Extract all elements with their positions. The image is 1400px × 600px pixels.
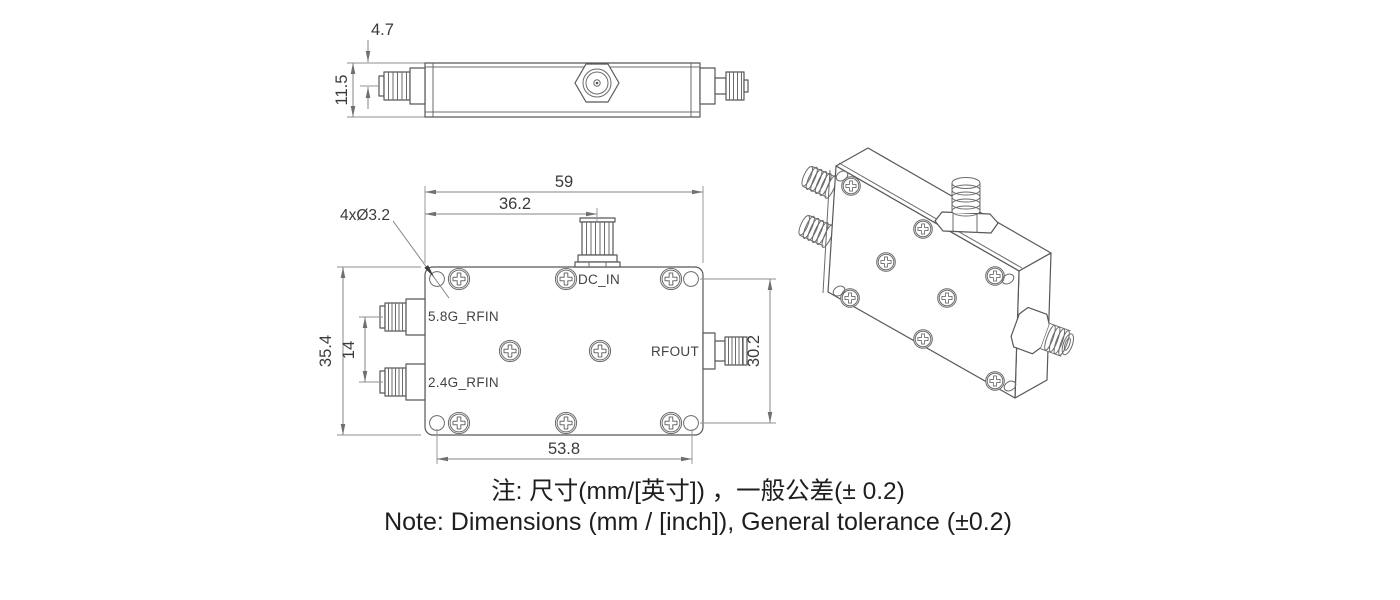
dim-overall-width: 59 [555,173,573,191]
dim-hole-spacing-v: 30.2 [745,335,763,367]
rfin-58-connector [379,298,426,336]
note-line-zh: 注: 尺寸(mm/[英寸]) ，一般公差(± 0.2) [491,478,905,505]
top-view-left-sma-connector [378,67,426,105]
iso-rfin-24-connector [798,214,835,248]
iso-mounting-holes [832,170,1017,392]
hole-callout-arrow [424,265,434,277]
front-view: 5.8G_RFIN 2.4G_RFIN DC_IN RFOUT 59 36.2 … [317,173,776,464]
port-label-dcin: DC_IN [578,272,620,287]
top-view-body [424,62,701,118]
top-view-dc-hex-connector [574,63,620,103]
dc-in-connector [574,217,621,268]
dim-connector-offset: 4.7 [371,21,394,39]
drawing-note: 注: 尺寸(mm/[英寸]) ，一般公差(± 0.2) Note: Dimens… [0,477,1396,537]
dim-dcin-offset: 36.2 [499,195,531,213]
isometric-view [798,147,1074,399]
top-view-right-sma-connector [699,67,749,105]
top-view: 11.5 4.7 [333,21,749,118]
dim-rfin-spacing: 14 [340,341,358,359]
iso-rfout-connector [1010,306,1074,357]
dim-hole-spacing-h: 53.8 [548,440,580,458]
dim-overall-height: 35.4 [317,335,335,367]
rfin-24-connector [379,363,426,401]
rfout-connector [702,332,748,370]
iso-body [822,147,1052,399]
hole-callout: 4xØ3.2 [340,207,390,224]
note-line-en: Note: Dimensions (mm / [inch]), General … [384,508,1012,536]
dim-body-thickness: 11.5 [333,75,351,106]
port-label-rfin-58: 5.8G_RFIN [428,309,499,324]
iso-dcin-connector [934,177,999,234]
port-label-rfin-24: 2.4G_RFIN [428,375,499,390]
port-label-rfout: RFOUT [651,344,699,359]
iso-rfin-58-connector [801,165,838,199]
